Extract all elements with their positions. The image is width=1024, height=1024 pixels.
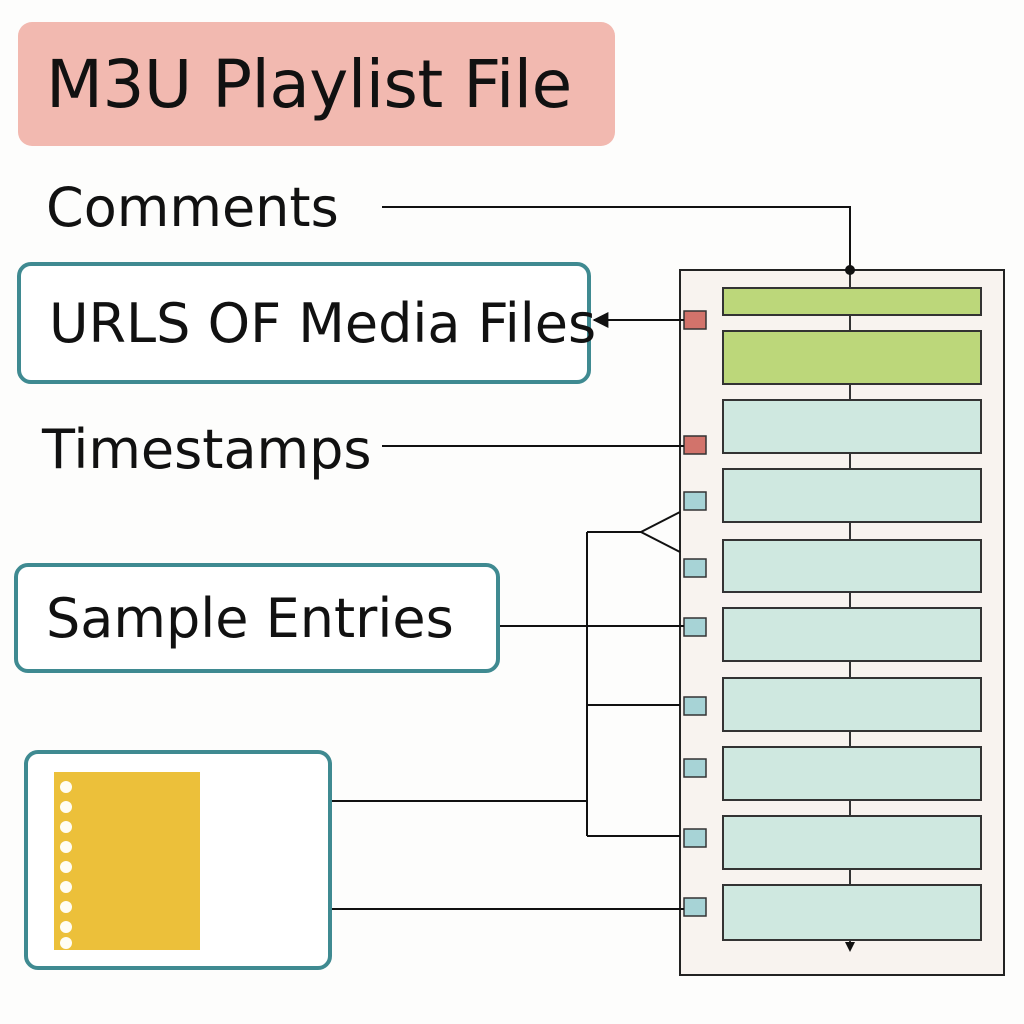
marker-teal [683,491,707,511]
marker-teal [683,897,707,917]
panel-end-arrow [845,942,855,952]
marker-teal [683,758,707,778]
notepad-icon [54,772,200,950]
entry-row [722,607,982,662]
marker-teal [683,696,707,716]
entry-row [722,815,982,870]
urls-callout: URLS OF Media Files [17,262,596,384]
marker-teal [683,558,707,578]
bracket-fork [638,511,681,553]
marker-teal [683,617,707,637]
timestamps-label: Timestamps [42,418,372,481]
header-row [722,287,982,316]
entry-row [722,746,982,801]
sample-entries-callout: Sample Entries [14,563,500,673]
entry-row [722,468,982,523]
header-row [722,330,982,385]
entry-row [722,539,982,593]
comments-label: Comments [46,176,339,239]
comments-connector [382,206,851,270]
entry-row [722,399,982,454]
marker-teal [683,828,707,848]
entry-row [722,884,982,941]
marker-red [683,435,707,455]
playlist-thumbnail-card [24,750,332,970]
diagram-title: M3U Playlist File [18,22,615,146]
comments-connector-dot [845,265,855,275]
marker-red [683,310,707,330]
entry-row [722,677,982,732]
